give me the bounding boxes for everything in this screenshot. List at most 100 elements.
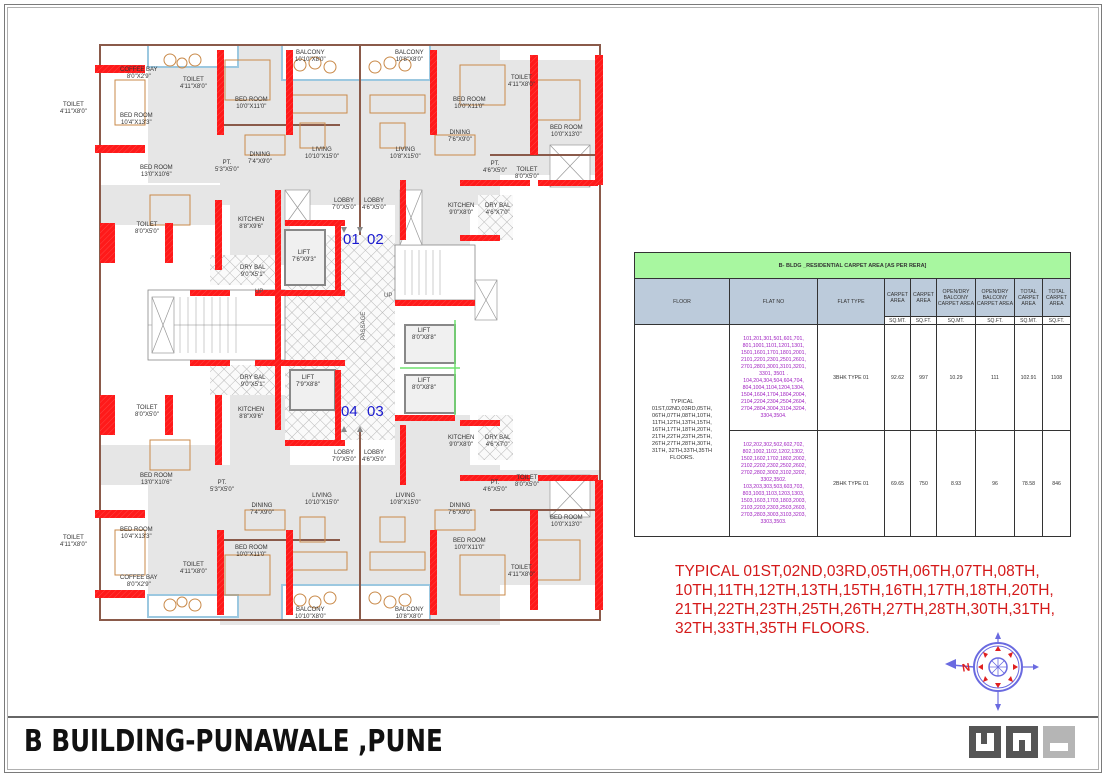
balcony-sqft-cell: 96 [975,430,1015,537]
room-u01-pt: PT.5'3"X5'0" [215,160,239,173]
carpet-sqmt-cell: 92.62 [884,324,911,431]
room-u04-pt: PT.5'3"X5'0" [210,480,234,493]
header-carpet-sqmt: CARPET AREA [884,278,911,317]
floor-cell: TYPICAL 01ST,02ND,03RD,05TH, 06TH,07TH,0… [634,324,730,537]
total-sqft-cell: 1108 [1041,324,1072,431]
header-flat-no: FLAT NO [729,278,818,325]
carpet-area-table: B- BLDG _RESIDENTIAL CARPET AREA [AS PER… [633,252,1072,537]
header-flat-type: FLAT TYPE [817,278,885,325]
passage-label: PASSAGE [361,312,367,340]
flat-no-cell: 101,201,301,501,601,701, 801,1001,1101,1… [729,324,818,431]
unit-sqft: SQ.FT. [910,316,937,325]
title-block [8,716,1098,770]
balcony-sqft-cell: 111 [975,324,1015,431]
table-title: B- BLDG _RESIDENTIAL CARPET AREA [AS PER… [633,252,1072,279]
company-logo [967,724,1077,760]
compass-icon: N [945,632,1039,711]
balcony-sqmt-cell: 10.29 [936,324,976,431]
drawing-title: B BUILDING-PUNAWALE ,PUNE [24,724,443,759]
table-row: 102,202,302,502,602,702, 802,1002,1102,1… [635,430,1072,537]
floor-plan-drawing: PASSAGE UP UP [95,44,603,625]
carpet-sqft-cell: 750 [910,430,937,537]
unit-number-02: 02 [367,231,384,248]
balcony-sqmt-cell: 8.93 [936,430,976,537]
unit-sqmt: SQ.MT. [936,316,976,325]
header-balcony-sqmt: OPEN/DRY BALCONY CARPET AREA [936,278,976,317]
header-carpet-sqft: CARPET AREA [910,278,937,317]
flat-type-cell: 3BHK TYPE 01 [817,324,885,431]
drawing-frame [4,4,1102,773]
total-sqmt-cell: 102.91 [1014,324,1043,431]
logo-icon [969,726,1075,758]
drawing-frame-inner [7,7,1099,770]
unit-sqft: SQ.FT. [1041,316,1072,325]
total-sqmt-cell: 78.58 [1014,430,1043,537]
stair-up-label-2: UP [384,293,392,299]
unit-sqmt: SQ.MT. [884,316,911,325]
total-sqft-cell: 846 [1041,430,1072,537]
room-u02-pt: PT.4'6"X5'0" [483,161,507,174]
flat-type-cell: 2BHK TYPE 01 [817,430,885,537]
header-total-sqft: TOTAL CARPET AREA [1041,278,1072,317]
header-total-sqmt: TOTAL CARPET AREA [1014,278,1043,317]
unit-number-01: 01 [343,231,360,248]
header-floor: FLOOR [634,278,730,325]
compass-north-label: N [961,662,971,675]
flat-no-cell: 102,202,302,502,602,702, 802,1002,1102,1… [729,430,818,537]
unit-sqmt: SQ.MT. [1014,316,1043,325]
table-row: TYPICAL 01ST,02ND,03RD,05TH, 06TH,07TH,0… [634,324,1072,537]
carpet-sqmt-cell: 69.65 [884,430,911,537]
unit-number-04: 04 [341,403,358,420]
unit-number-03: 03 [367,403,384,420]
header-balcony-sqft: OPEN/DRY BALCONY CARPET AREA [975,278,1015,317]
